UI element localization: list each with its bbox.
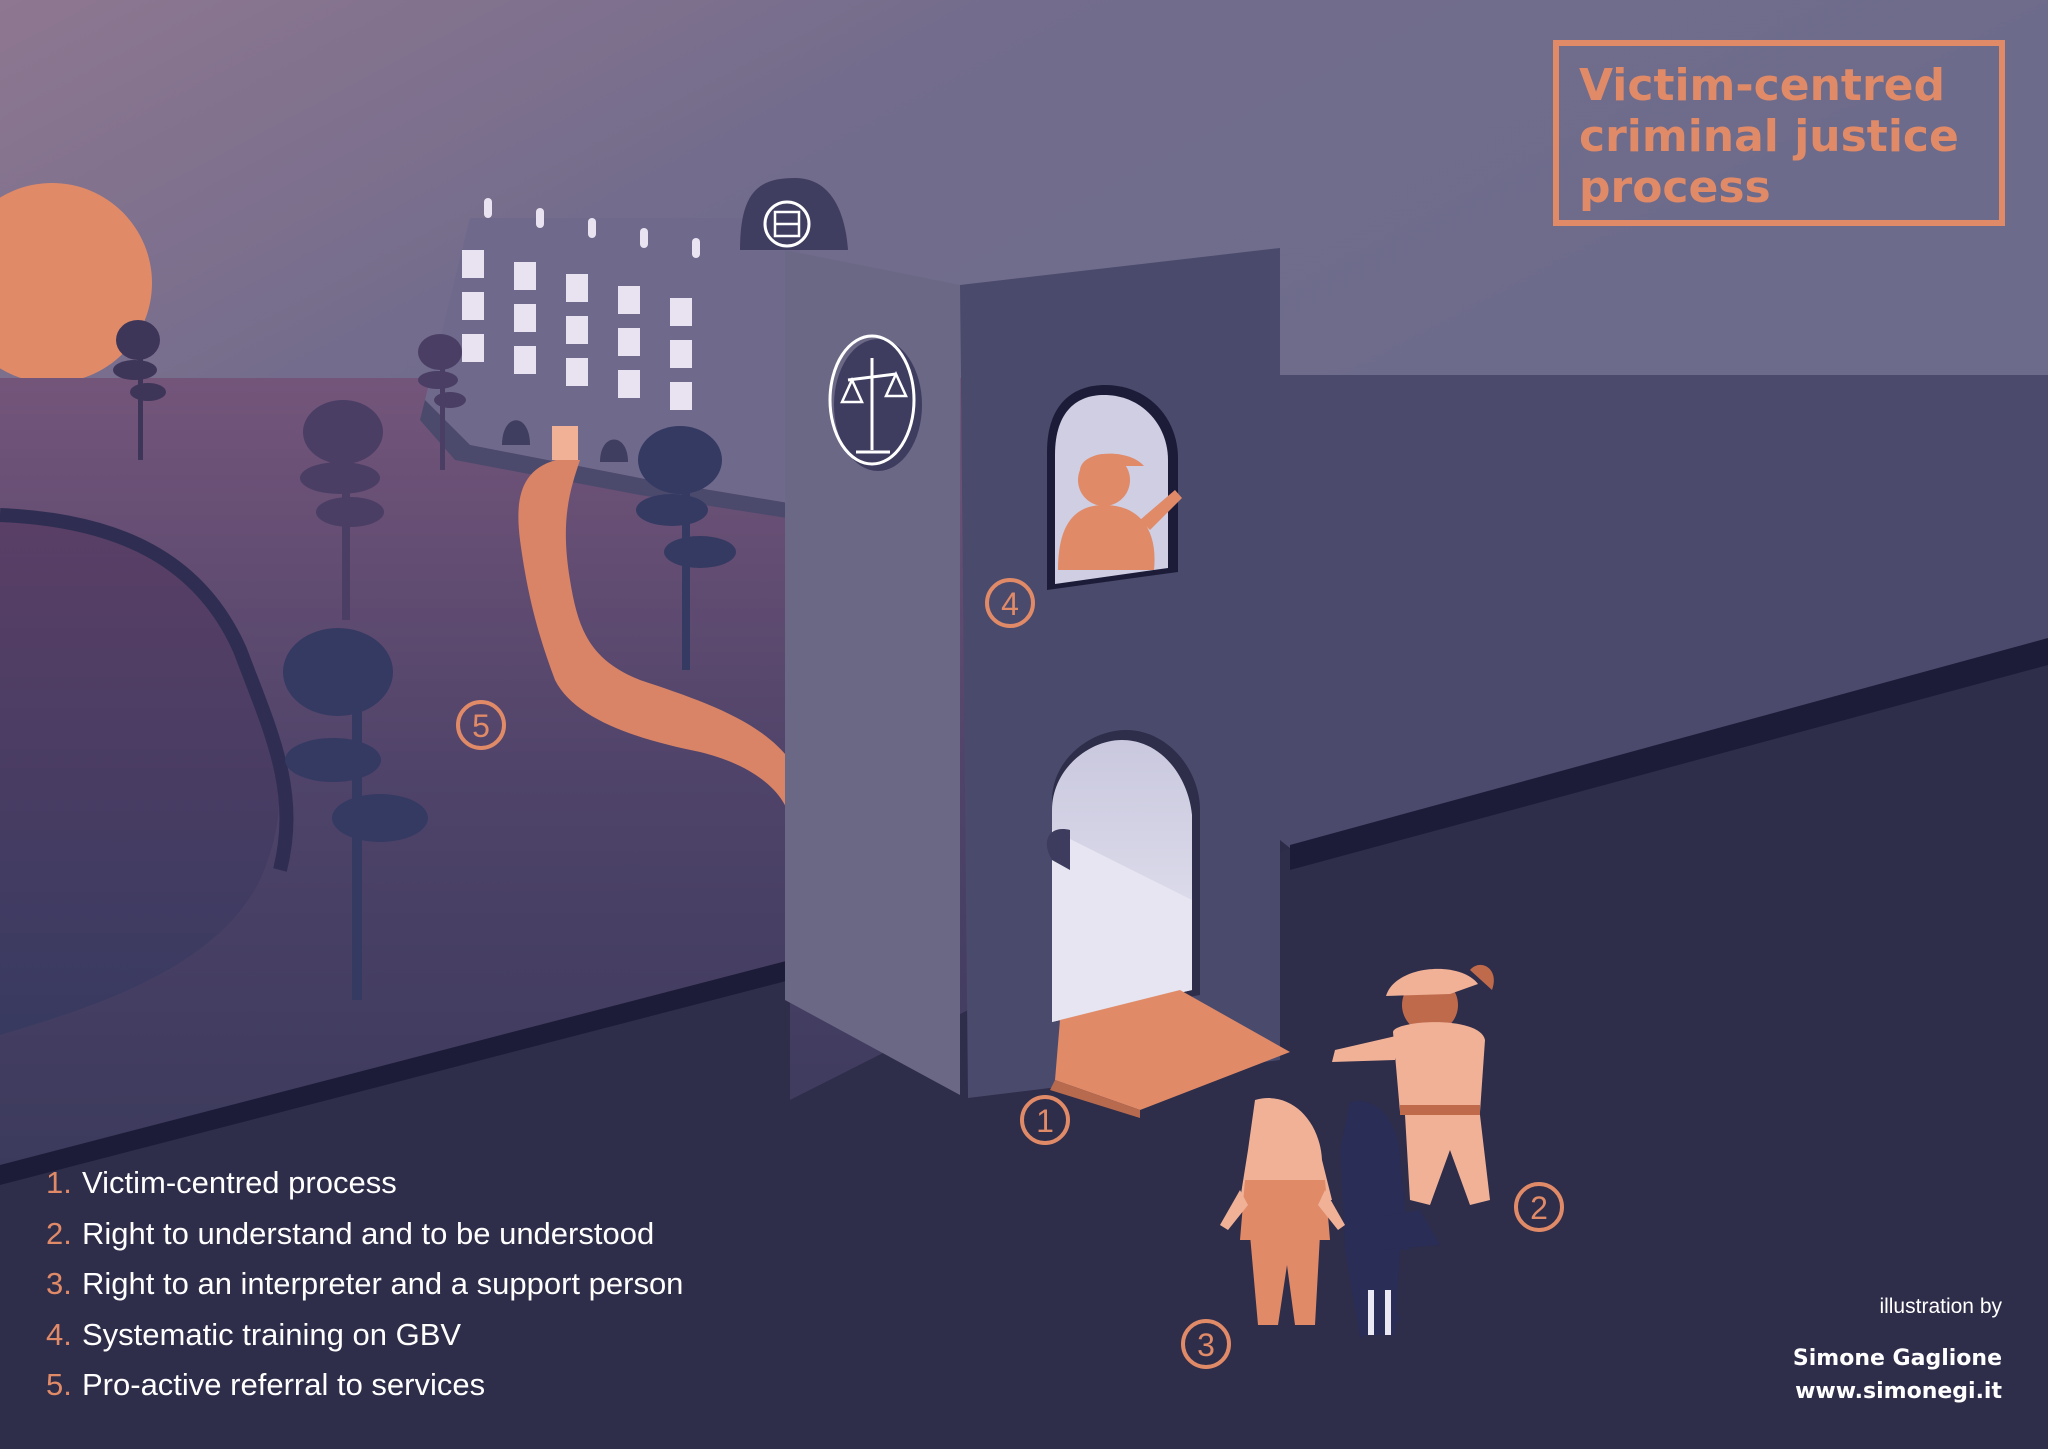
title-line-1: Victim-centred xyxy=(1579,60,1945,111)
referral-path xyxy=(518,460,790,820)
legend-text: Pro-active referral to services xyxy=(82,1367,486,1402)
legend-number: 4. xyxy=(46,1316,72,1352)
illustration-credit: illustration by Simone Gaglione www.simo… xyxy=(1582,1292,2002,1408)
legend-number: 3. xyxy=(46,1266,72,1301)
legend-number: 1. xyxy=(46,1165,72,1200)
police-officer-figure xyxy=(1332,964,1494,1205)
svg-text:2: 2 xyxy=(1530,1190,1548,1226)
legend-item: 1. Victim-centred process xyxy=(46,1158,886,1209)
victim-figure xyxy=(1220,1098,1345,1325)
legend-number: 5. xyxy=(46,1367,72,1402)
svg-text:4: 4 xyxy=(1001,586,1019,622)
svg-text:1: 1 xyxy=(1036,1103,1054,1139)
court-side-wall xyxy=(785,250,960,1095)
scales-of-justice-icon xyxy=(828,334,922,471)
legend-text: Right to an interpreter and a support pe… xyxy=(82,1266,684,1301)
legend-list: 1. Victim-centred process 2. Right to unde… xyxy=(46,1158,886,1411)
svg-text:5: 5 xyxy=(472,708,490,744)
lake xyxy=(0,515,280,1035)
svg-text:3: 3 xyxy=(1197,1327,1215,1363)
legend-text: Victim-centred process xyxy=(82,1165,397,1200)
title-line-3: process xyxy=(1579,162,1771,213)
support-person-figure xyxy=(1340,1100,1440,1338)
legend-text: Systematic training on GBV xyxy=(82,1316,462,1352)
title-line-2: criminal justice xyxy=(1579,111,1959,162)
marker-4: 4 xyxy=(985,578,1035,628)
legend-item: 4. Systematic training on GBV xyxy=(46,1310,886,1361)
shelter-windows xyxy=(462,198,700,410)
credit-label: illustration by xyxy=(1879,1295,2002,1318)
credit-author: Simone Gaglione xyxy=(1792,1346,2002,1371)
marker-2: 2 xyxy=(1514,1182,1564,1232)
legend-item: 3. Right to an interpreter and a support … xyxy=(46,1259,886,1310)
legend-item: 5. Pro-active referral to services xyxy=(46,1360,886,1411)
officer-in-window xyxy=(1058,453,1182,570)
trees xyxy=(113,320,736,1000)
title-box: Victim-centred criminal justice process xyxy=(1553,40,2005,226)
legend-item: 2. Right to understand and to be understo… xyxy=(46,1209,886,1260)
shelter-bed-icon xyxy=(763,200,811,248)
marker-5: 5 xyxy=(456,700,506,750)
marker-1: 1 xyxy=(1020,1095,1070,1145)
entrance-ramp xyxy=(1055,990,1290,1110)
credit-website: www.simonegi.it xyxy=(1795,1379,2002,1404)
back-wall xyxy=(1280,375,2048,848)
setting-sun xyxy=(0,183,152,383)
marker-3: 3 xyxy=(1181,1319,1231,1369)
legend-number: 2. xyxy=(46,1215,72,1251)
legend-text: Right to understand and to be understood xyxy=(82,1215,655,1251)
